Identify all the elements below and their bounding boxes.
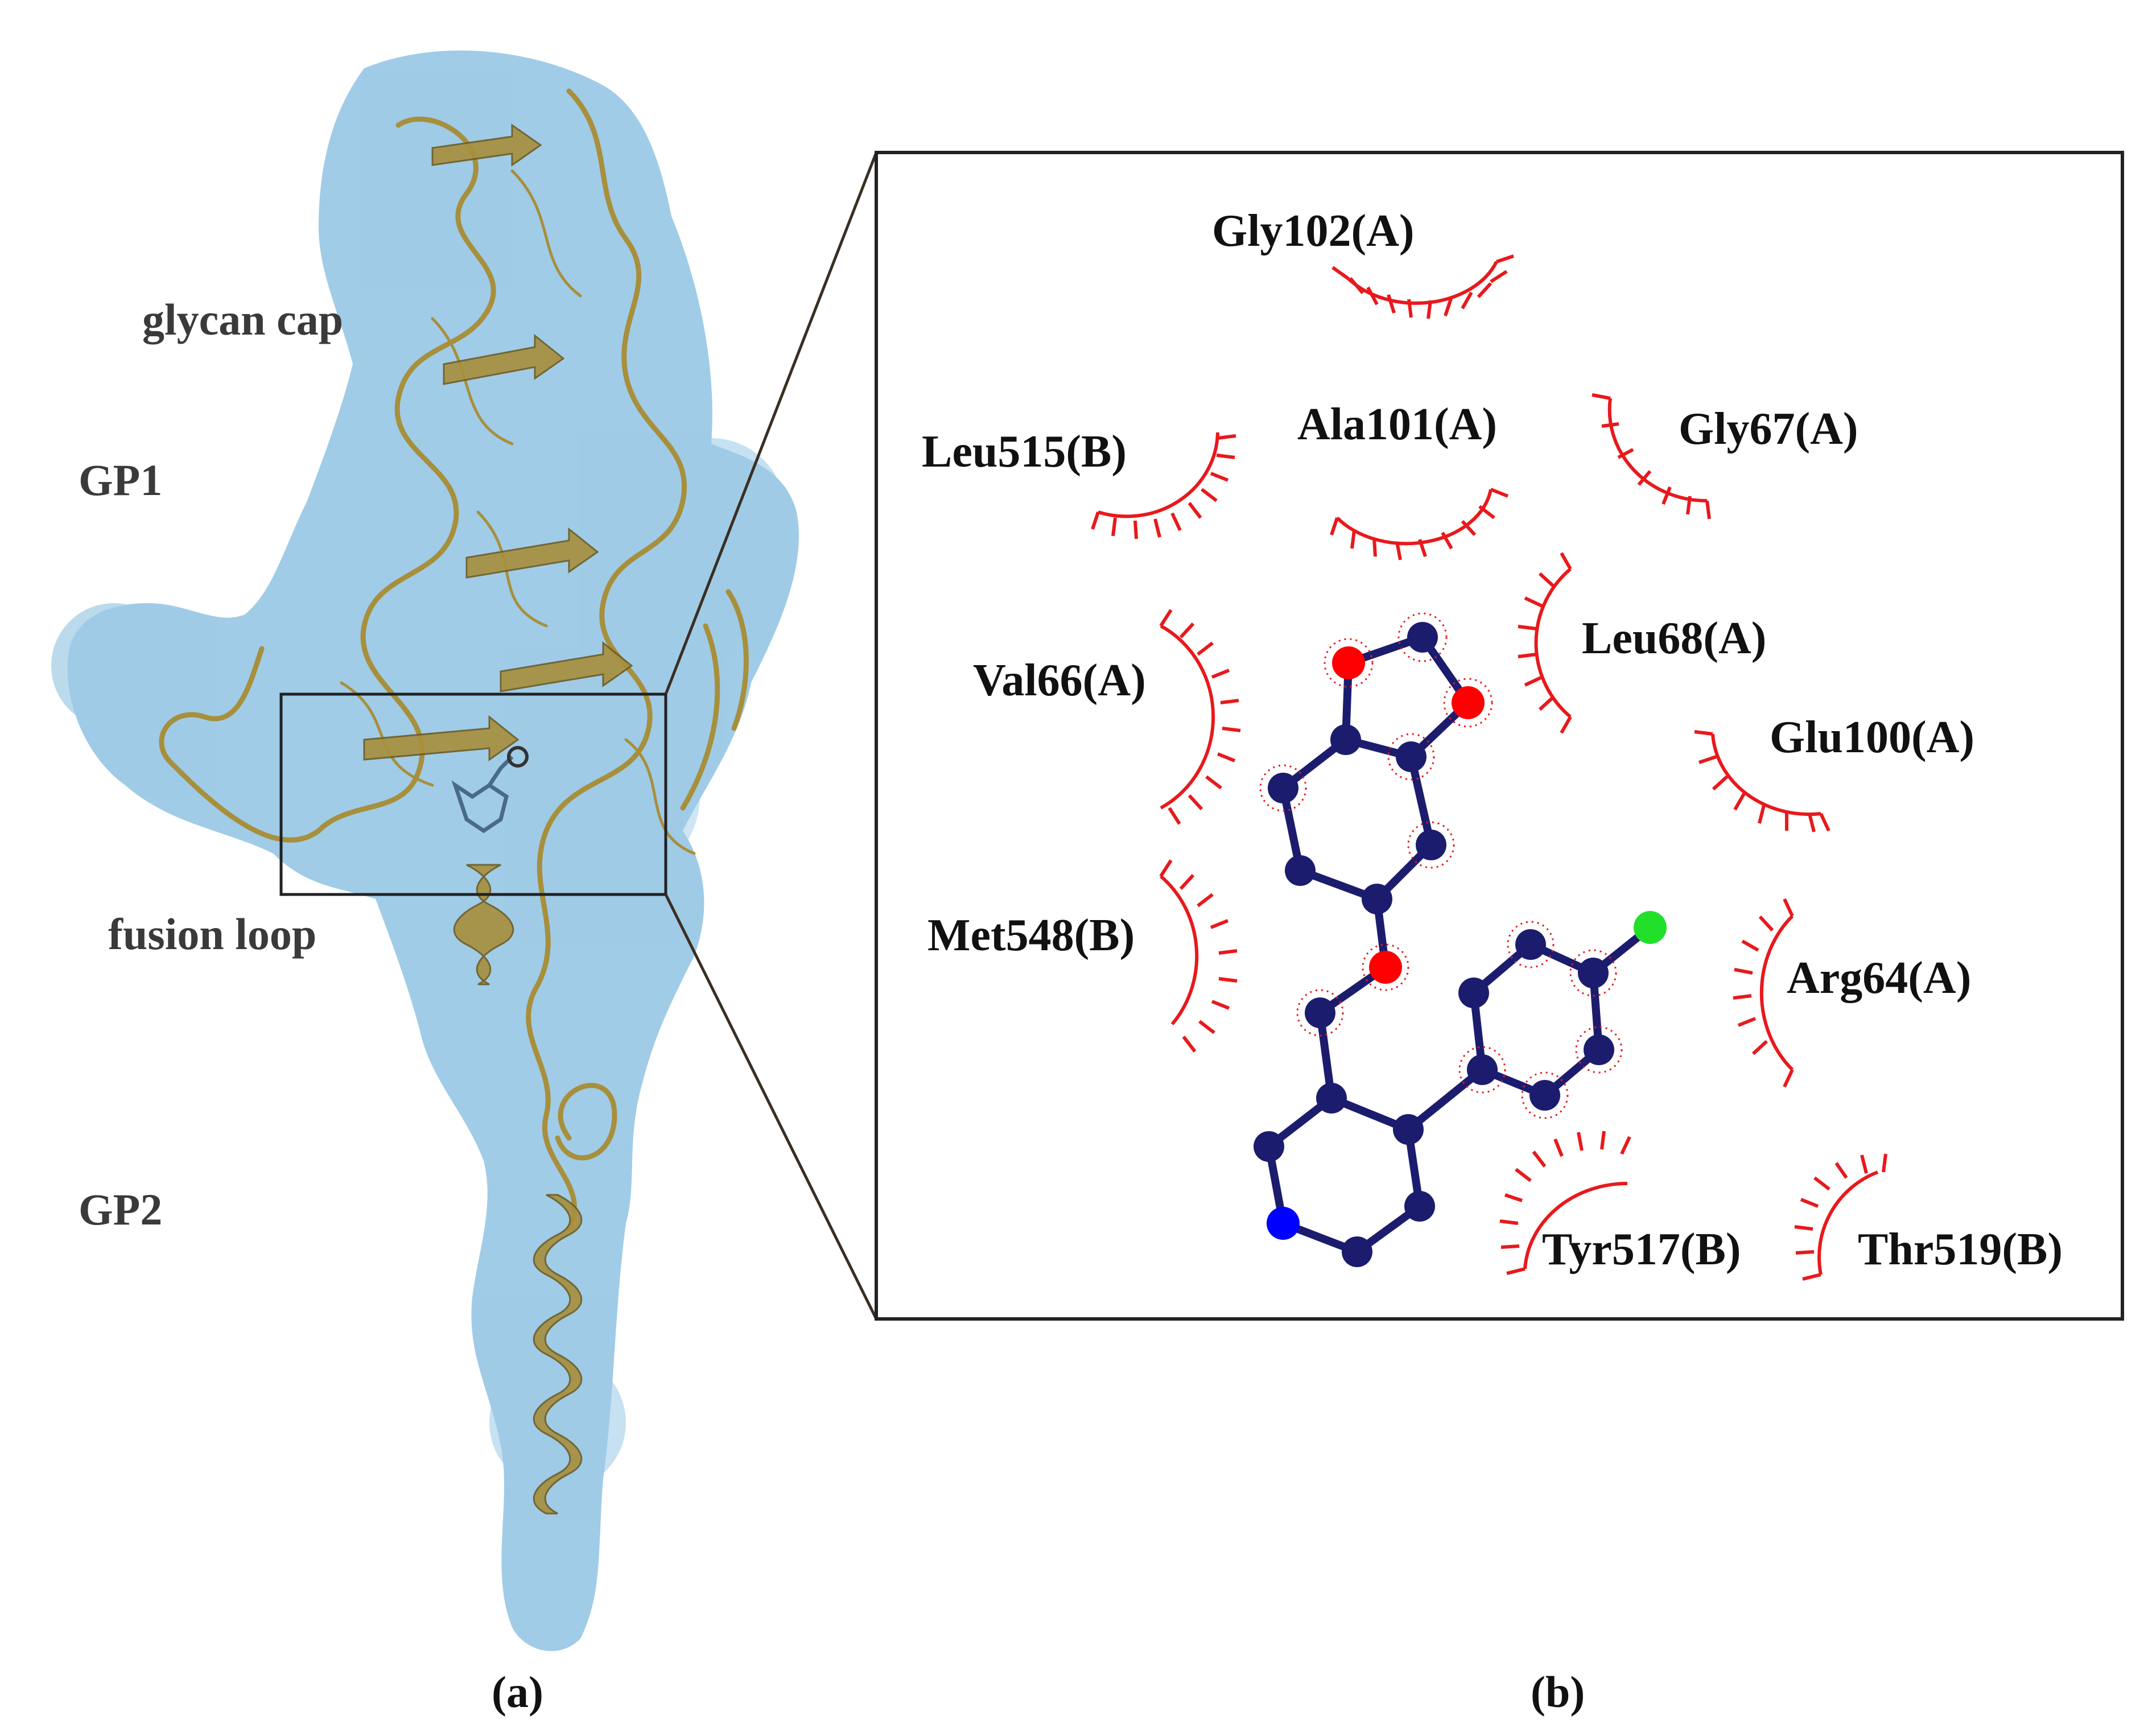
hydrophobic-arcs (1091, 254, 1887, 1281)
label-glycan-cap: glycan cap (142, 295, 343, 344)
caption-b: (b) (1531, 1667, 1585, 1717)
beta-sheets (363, 123, 633, 761)
residue-label-ala101: Ala101(A) (1297, 399, 1497, 450)
molecular-surface (51, 50, 799, 1651)
nitrogen-atom (1267, 1207, 1300, 1240)
arc-glu100 (1694, 730, 1830, 832)
arc-met548 (1159, 859, 1238, 1053)
protein-structure-panel: glycan cap GP1 fusion loop GP2 (a) (51, 50, 799, 1717)
binding-site-box (279, 692, 667, 896)
residue-labels: Gly102(A) Leu515(B) Ala101(A) Gly67(A) V… (922, 206, 2063, 1275)
interaction-frame (875, 151, 2124, 1321)
arc-val66 (1159, 609, 1241, 825)
residue-label-gly67: Gly67(A) (1679, 404, 1858, 454)
residue-label-leu515: Leu515(B) (922, 427, 1127, 477)
residue-label-val66: Val66(A) (973, 655, 1146, 706)
gp2-helix (453, 864, 583, 1515)
zoom-connector (664, 152, 878, 1320)
residue-label-met548: Met548(B) (927, 910, 1135, 960)
label-gp1: GP1 (79, 455, 162, 505)
ligand-stick-model (451, 746, 529, 834)
ligand-2d-diagram (1254, 612, 1667, 1267)
residue-label-glu100: Glu100(A) (1770, 712, 1974, 762)
arc-thr519 (1794, 1153, 1887, 1281)
arc-gly102 (1331, 254, 1514, 319)
arc-leu515 (1091, 432, 1236, 539)
caption-a: (a) (492, 1667, 543, 1717)
label-fusion-loop: fusion loop (108, 909, 316, 959)
residue-label-thr519: Thr519(B) (1858, 1224, 2063, 1275)
atom-contact-spikes (1259, 612, 1623, 1119)
residue-label-tyr517: Tyr517(B) (1542, 1224, 1741, 1275)
carbon-atoms (1254, 622, 1614, 1267)
arc-arg64 (1733, 898, 1794, 1088)
residue-label-arg64: Arg64(A) (1787, 953, 1971, 1003)
arc-gly67 (1592, 393, 1711, 519)
interaction-diagram-panel: Gly102(A) Leu515(B) Ala101(A) Gly67(A) V… (875, 151, 2124, 1717)
residue-label-leu68: Leu68(A) (1582, 613, 1766, 663)
arc-tyr517 (1499, 1131, 1631, 1275)
oxygen-atoms (1332, 646, 1485, 984)
chlorine-atom (1634, 911, 1667, 944)
residue-label-gly102: Gly102(A) (1212, 206, 1415, 256)
arc-leu68 (1518, 552, 1572, 734)
label-gp2: GP2 (79, 1185, 162, 1234)
arc-ala101 (1330, 488, 1509, 560)
